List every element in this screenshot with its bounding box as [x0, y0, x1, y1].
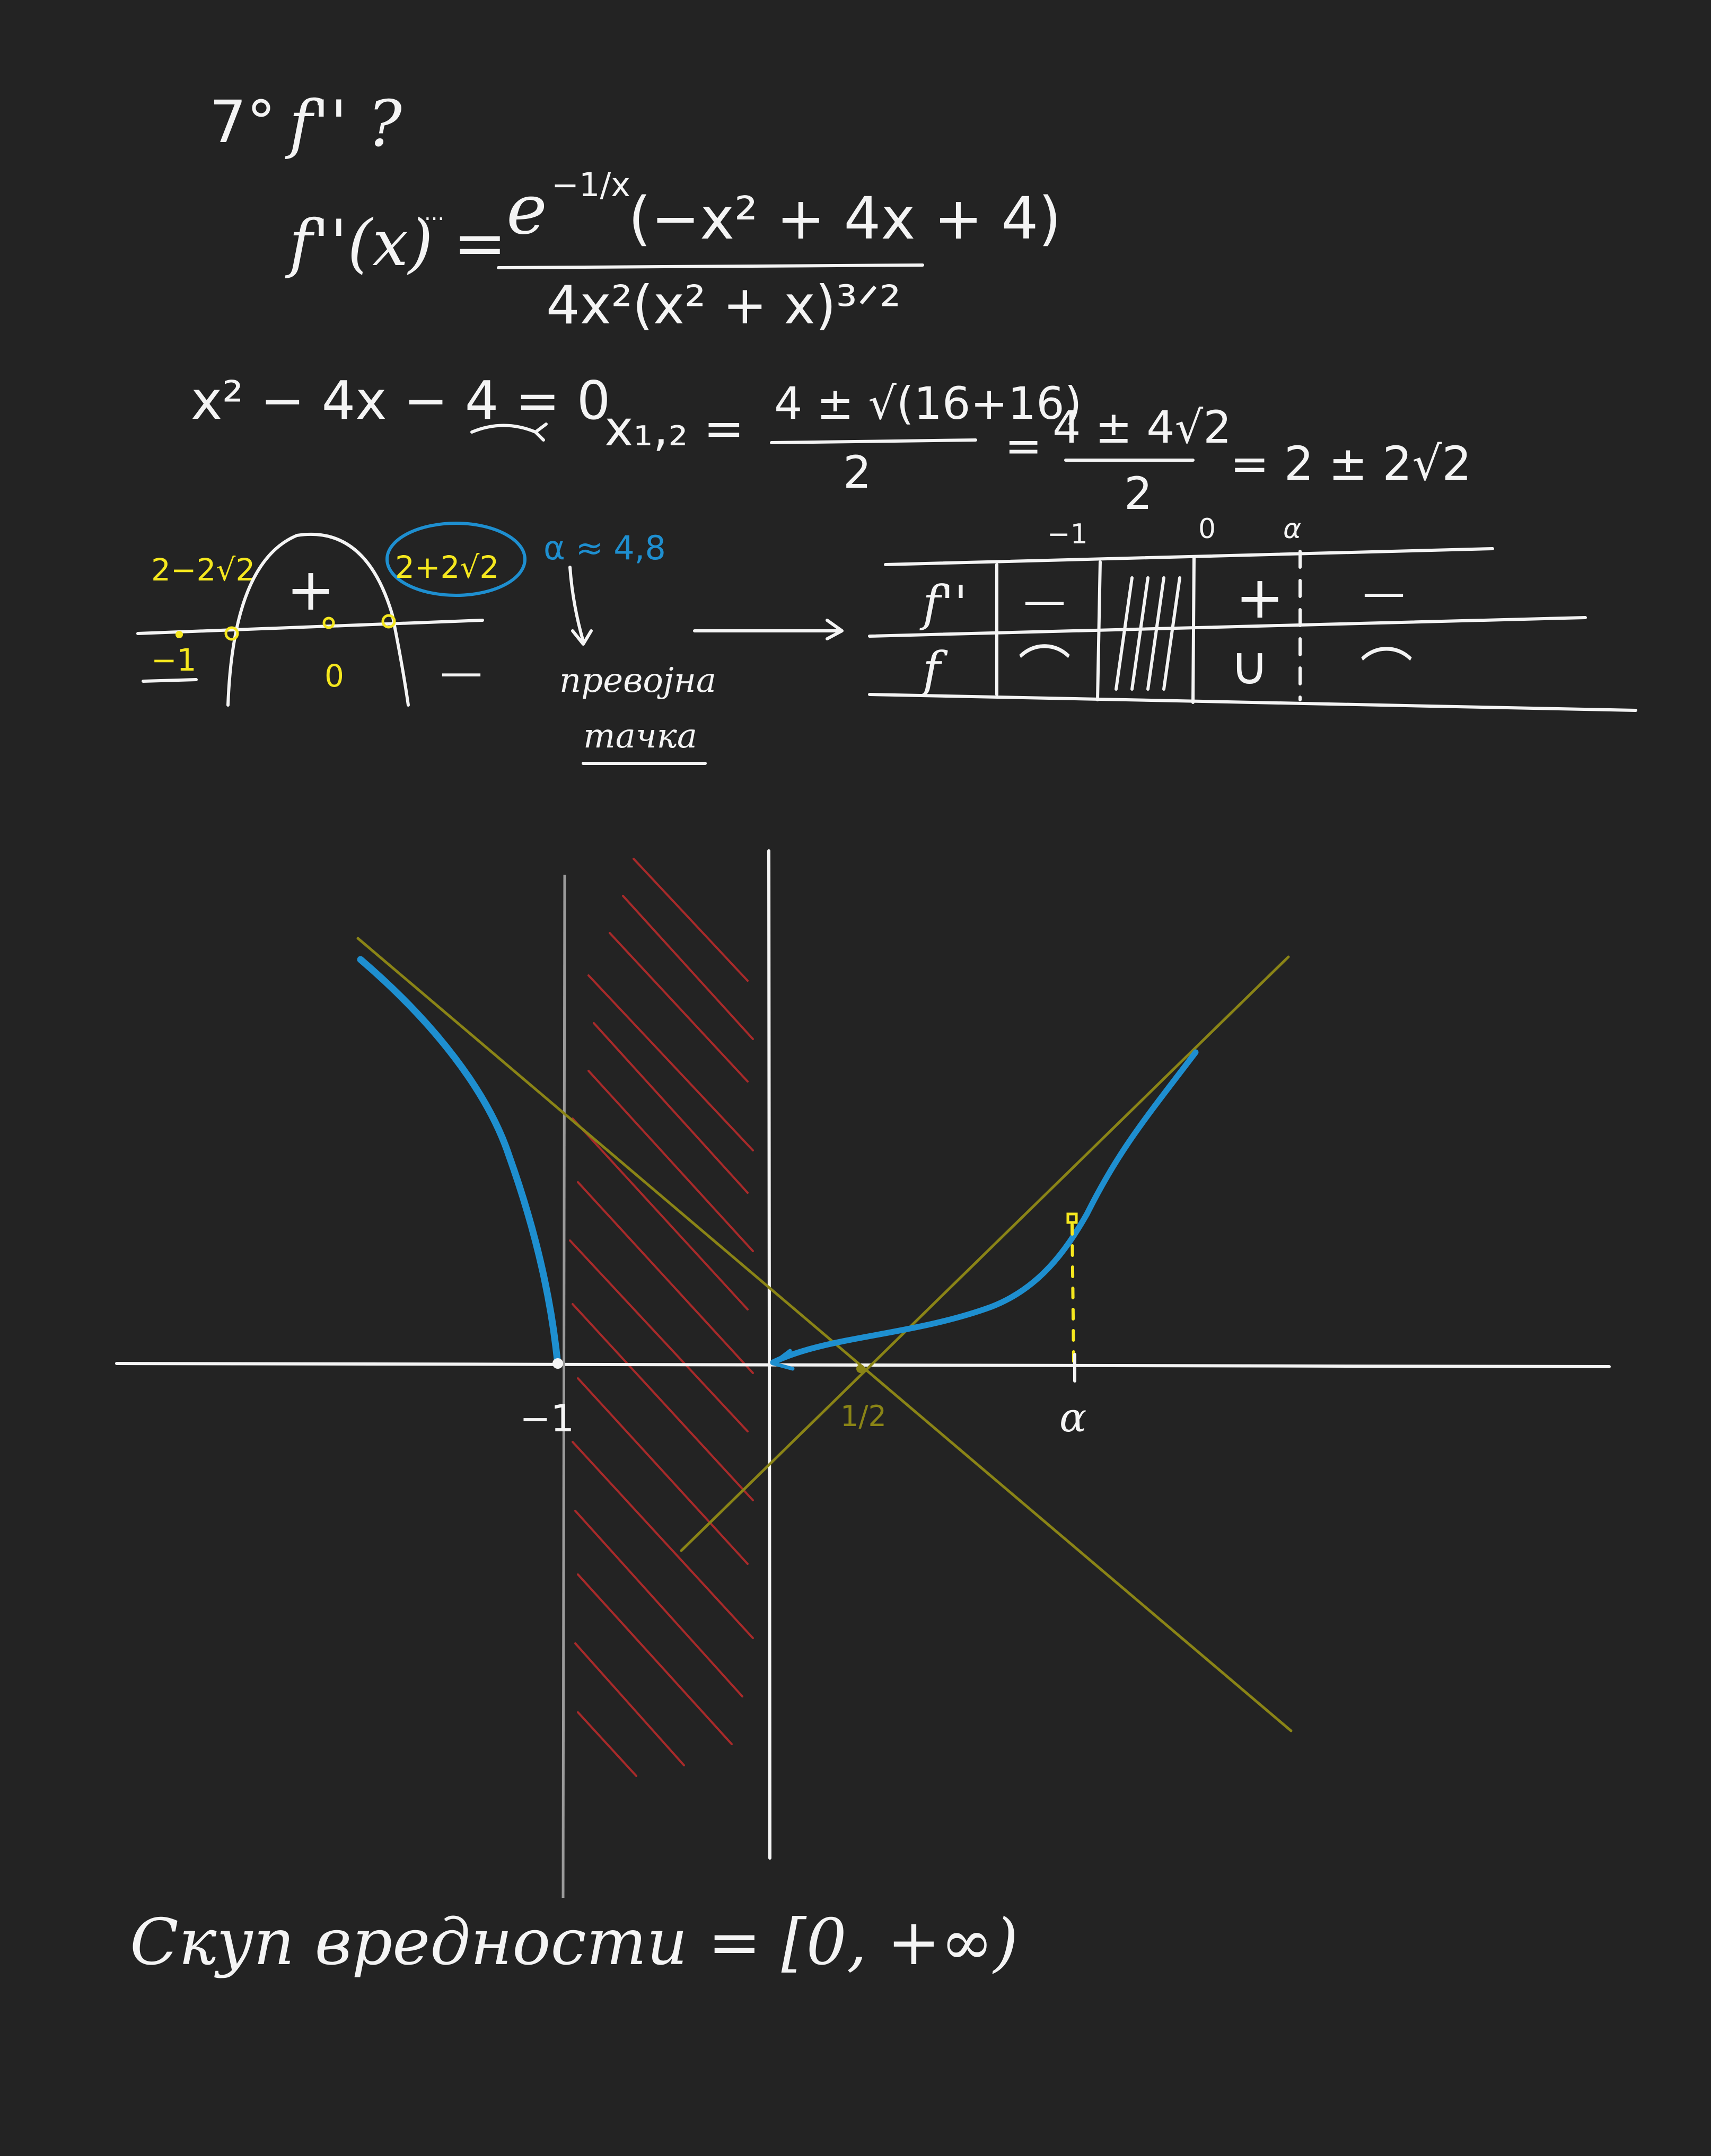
question: f'' ? [285, 87, 402, 161]
table-hatch [1115, 576, 1181, 691]
step2-numerator: 4 ± 4√2 [1052, 401, 1232, 453]
row2-cell-b: ∪ [1230, 635, 1269, 697]
quadratic-equation: x² − 4x − 4 = 0 [191, 369, 610, 432]
y-axis [767, 849, 771, 1860]
sketch-root-left-point [224, 626, 239, 641]
point-half [856, 1365, 865, 1373]
exp-power: −1/x [551, 165, 630, 204]
sign-table: −1 0 α f'' — + — f ⌒ ∪ ⌒ [868, 513, 1637, 712]
range-conclusion: Скуп вредности = [0, +∞) [130, 1906, 1018, 1979]
fraction-bar [497, 263, 924, 269]
table-top-alpha: α [1283, 513, 1301, 545]
sketch-zero: 0 [324, 658, 344, 694]
equals-sign: = [1005, 420, 1042, 472]
row2-label: f [919, 641, 948, 698]
left-root-label: 2−2√2 [151, 552, 255, 588]
row2-cell-c: ⌒ [1360, 643, 1413, 705]
right-root-circle [385, 522, 527, 597]
sketch-zero-point [322, 617, 335, 629]
table-mid-line [868, 616, 1587, 638]
sketch-minus: — [440, 647, 482, 697]
curve-approach-arrow [771, 1349, 795, 1371]
right-root-label: 2+2√2 [395, 549, 499, 585]
sketch-root-right-point [381, 614, 396, 629]
forbidden-region-hatch [569, 858, 754, 1777]
row1-cell-c: — [1363, 568, 1405, 617]
table-top-minus-one: −1 [1047, 518, 1088, 550]
roots-label: x₁,₂ = [604, 400, 744, 457]
row1-cell-a: — [1023, 576, 1066, 625]
roots-result: = 2 ± 2√2 [1230, 436, 1471, 491]
curve-right-branch [770, 1049, 1199, 1366]
lhs-dots: ... [424, 201, 444, 225]
row1-cell-b: + [1235, 564, 1284, 631]
sign-sketch: 2−2√2 + — −1 0 2+2√2 α ≈ 4,8 превојна та… [136, 522, 716, 765]
sketch-minus-one: −1 [151, 642, 197, 678]
oblique-asymptote-right [680, 955, 1290, 1552]
step1-bar [770, 438, 977, 444]
step1-denominator: 2 [843, 446, 871, 498]
implies-arrow [470, 423, 548, 442]
sketch-plus: + [286, 556, 335, 623]
inflection-dashed-line [1071, 1223, 1075, 1364]
label-minus-one: −1 [520, 1397, 574, 1440]
sketch-axis [136, 619, 484, 635]
note-line1: превојна [559, 661, 716, 700]
x-axis [115, 1362, 1611, 1368]
step1-numerator: 4 ± √(16+16) [774, 377, 1082, 429]
function-graph: −1 1/2 α [115, 849, 1611, 1898]
second-derivative-lhs: f''(x) = [285, 207, 506, 280]
table-top-zero: 0 [1198, 513, 1216, 545]
denominator: 4x²(x² + x)³ᐟ² [546, 274, 901, 336]
to-table-arrow [693, 619, 844, 640]
table-bottom-line [868, 693, 1637, 712]
table-top-line [884, 547, 1494, 566]
sketch-parabola [226, 532, 410, 707]
label-half: 1/2 [840, 1400, 887, 1433]
step2-denominator: 2 [1124, 468, 1152, 520]
numerator-factor: (−x² + 4x + 4) [628, 184, 1061, 252]
minus-one-underline [142, 678, 198, 683]
point-minus-one [552, 1358, 563, 1369]
alpha-approx: α ≈ 4,8 [543, 529, 666, 567]
table-dividers [995, 555, 1196, 704]
oblique-asymptote-left [356, 937, 1293, 1732]
curve-left-branch [357, 956, 561, 1369]
label-alpha: α [1059, 1394, 1086, 1441]
row2-cell-a: ⌒ [1018, 640, 1071, 702]
row1-label: f'' [919, 575, 968, 632]
sketch-minus-one-point [176, 631, 183, 638]
item-number: 7° [209, 88, 276, 156]
note-arrow [568, 566, 593, 646]
note-line2: тачка [583, 717, 697, 756]
inflection-point [1066, 1212, 1078, 1224]
exp-base: e [506, 169, 547, 250]
asymptote-x-minus-one [561, 874, 566, 1898]
